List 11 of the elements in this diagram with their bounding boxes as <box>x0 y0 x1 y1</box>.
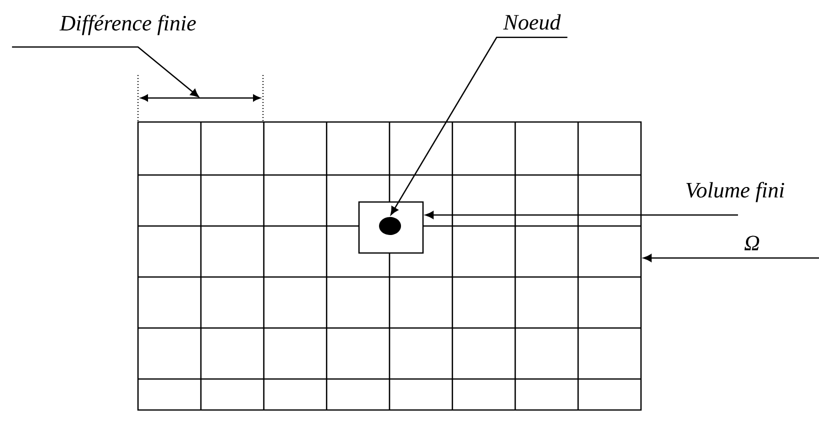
label: Ω <box>744 236 760 250</box>
label: Différence finie <box>59 14 196 36</box>
label: Volume fini <box>686 182 784 202</box>
grid-drawing <box>137 121 642 411</box>
arrow <box>425 211 738 219</box>
leader-line <box>390 36 568 216</box>
arrow <box>643 254 819 262</box>
node-dot <box>379 217 401 235</box>
volume-box <box>358 201 424 254</box>
leader-line <box>12 46 199 98</box>
label: Noeud <box>503 14 561 30</box>
